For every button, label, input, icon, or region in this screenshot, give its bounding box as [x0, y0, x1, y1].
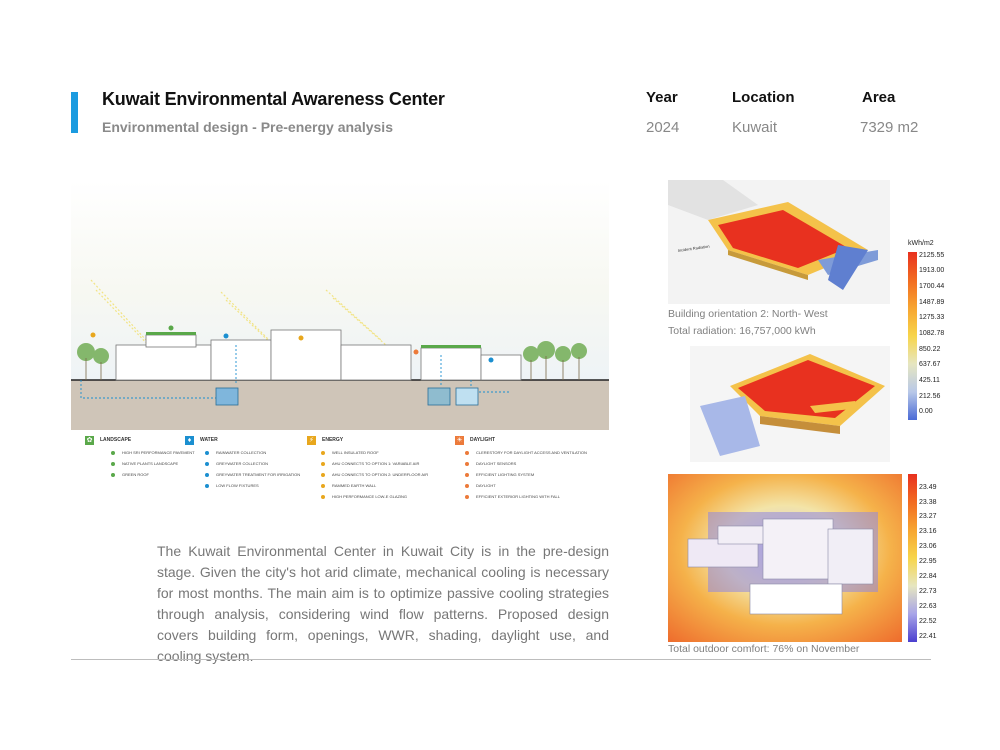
comfort-scale-bar	[908, 474, 917, 642]
location-value: Kuwait	[732, 119, 778, 136]
bullet-icon	[321, 450, 325, 455]
legend-water: ♦ WATER RAINWATER COLLECTION GREYWATER CO…	[185, 430, 300, 491]
legend-item: NATIVE PLANTS LANDSCAPE	[122, 461, 179, 466]
scale-tick: 1082.78	[919, 330, 945, 337]
bullet-icon	[465, 472, 469, 477]
area-value: 7329 m2	[860, 119, 919, 136]
legend-item: HIGH SRI PERFORMANCE PAVEMENT	[122, 450, 195, 455]
title-accent-bar	[71, 92, 78, 133]
legend-daylight: ☀ DAYLIGHT CLERESTORY FOR DAYLIGHT ACCESS…	[455, 430, 587, 502]
legend-item: WELL INSULATED ROOF	[332, 450, 379, 455]
legend-title: DAYLIGHT	[470, 437, 496, 443]
scale-tick: 23.38	[919, 499, 937, 506]
radiation-model-top-svg: Incident Radiation	[668, 180, 878, 290]
bullet-icon	[465, 483, 469, 488]
scale-tick: 22.95	[919, 558, 937, 565]
radiation-caption-2: Total radiation: 16,757,000 kWh	[668, 325, 816, 337]
scale-tick: 2125.55	[919, 252, 945, 259]
legend-item: GREYWATER TREATMENT FOR IRRIGATION	[216, 472, 301, 477]
bullet-icon	[111, 450, 115, 455]
legend-item: AHU CONNECTS TO OPTION 2: UNDERFLOOR AIR	[332, 472, 429, 477]
footer-divider	[71, 659, 931, 660]
scale-tick: 22.63	[919, 603, 937, 610]
scale-tick: 23.06	[919, 543, 937, 550]
scale-tick: 23.16	[919, 528, 937, 535]
legend-item: EFFICIENT LIGHTING SYSTEM	[476, 472, 535, 477]
bullet-icon	[321, 461, 325, 466]
area-label: Area	[862, 89, 896, 106]
sun-icon: ☀	[455, 435, 464, 445]
radiation-model-top: Incident Radiation	[668, 180, 890, 304]
project-description: The Kuwait Environmental Center in Kuwai…	[157, 543, 609, 664]
legend-item: DAYLIGHT SENSORS	[476, 461, 517, 466]
legend-item: RAMMED EARTH WALL	[332, 483, 377, 488]
scale-tick: 1275.33	[919, 314, 945, 321]
legend-item: GREYWATER COLLECTION	[216, 461, 269, 466]
radiation-model-bottom	[690, 346, 890, 462]
bullet-icon	[465, 494, 469, 499]
bullet-icon	[205, 450, 209, 455]
location-label: Location	[732, 89, 795, 106]
scale-tick: 22.84	[919, 573, 937, 580]
environmental-section-drawing	[71, 180, 609, 505]
legend-item: GREEN ROOF	[122, 472, 149, 477]
scale-tick: 1487.89	[919, 299, 945, 306]
scale-tick: 0.00	[919, 408, 933, 415]
legend-energy: ⚡ ENERGY WELL INSULATED ROOF AHU CONNECTS…	[307, 430, 428, 502]
leaf-icon: ✿	[85, 435, 94, 445]
water-drop-icon: ♦	[185, 435, 194, 445]
scale-tick: 212.56	[919, 393, 941, 400]
legend-item: CLERESTORY FOR DAYLIGHT ACCESS AND VENTI…	[476, 450, 587, 455]
bullet-icon	[205, 461, 209, 466]
comfort-scale: 23.49 23.38 23.27 23.16 23.06 22.95 22.8…	[908, 474, 948, 644]
scale-tick: 1700.44	[919, 283, 945, 290]
legend-item: LOW FLOW FIXTURES	[216, 483, 259, 488]
radiation-model-label: Incident Radiation	[677, 244, 709, 253]
scale-tick: 22.41	[919, 633, 937, 640]
bullet-icon	[205, 472, 209, 477]
legend-item: EFFICIENT EXTERIOR LIGHTING WITH FALL	[476, 494, 560, 499]
radiation-caption-1: Building orientation 2: North- West	[668, 308, 828, 320]
outdoor-comfort-map-svg	[668, 474, 902, 642]
radiation-model-bottom-svg	[700, 354, 885, 456]
legend-title: WATER	[200, 437, 218, 443]
radiation-scale-bar	[908, 252, 917, 420]
bullet-icon	[321, 472, 325, 477]
lightning-icon: ⚡	[307, 435, 316, 445]
scale-tick: 22.73	[919, 588, 937, 595]
bullet-icon	[465, 461, 469, 466]
section-legend: ✿ LANDSCAPE HIGH SRI PERFORMANCE PAVEMENT…	[71, 430, 609, 505]
section-illustration	[71, 180, 609, 430]
scale-tick: 1913.00	[919, 267, 945, 274]
bullet-icon	[321, 494, 325, 499]
year-value: 2024	[646, 119, 680, 136]
scale-tick: 425.11	[919, 377, 940, 384]
bullet-icon	[321, 483, 325, 488]
comfort-caption: Total outdoor comfort: 76% on November	[668, 643, 860, 655]
scale-tick: 850.22	[919, 346, 941, 353]
bullet-icon	[111, 461, 115, 466]
scale-tick: 22.52	[919, 618, 937, 625]
bullet-icon	[205, 483, 209, 488]
bullet-icon	[111, 472, 115, 477]
scale-tick: 637.67	[919, 361, 941, 368]
scale-tick: 23.27	[919, 513, 937, 520]
legend-item: HIGH PERFORMANCE LOW-E GLAZING	[332, 494, 408, 499]
legend-title: LANDSCAPE	[100, 437, 132, 443]
scale-tick: 23.49	[919, 484, 937, 491]
legend-item: AHU CONNECTS TO OPTION 1: VARIABLE AIR	[332, 461, 420, 466]
radiation-scale-unit: kWh/m2	[908, 240, 934, 247]
year-label: Year	[646, 89, 678, 106]
project-subtitle: Environmental design - Pre-energy analys…	[102, 119, 393, 135]
outdoor-comfort-map	[668, 474, 902, 642]
radiation-scale: kWh/m2 2125.55 1913.00 1700.44 1487.89 1…	[908, 240, 958, 425]
project-title: Kuwait Environmental Awareness Center	[102, 89, 445, 109]
legend-item: RAINWATER COLLECTION	[216, 450, 267, 455]
legend-landscape: ✿ LANDSCAPE HIGH SRI PERFORMANCE PAVEMENT…	[85, 430, 195, 480]
bullet-icon	[465, 450, 469, 455]
legend-item: DAYLIGHT	[476, 483, 496, 488]
legend-title: ENERGY	[322, 437, 344, 443]
